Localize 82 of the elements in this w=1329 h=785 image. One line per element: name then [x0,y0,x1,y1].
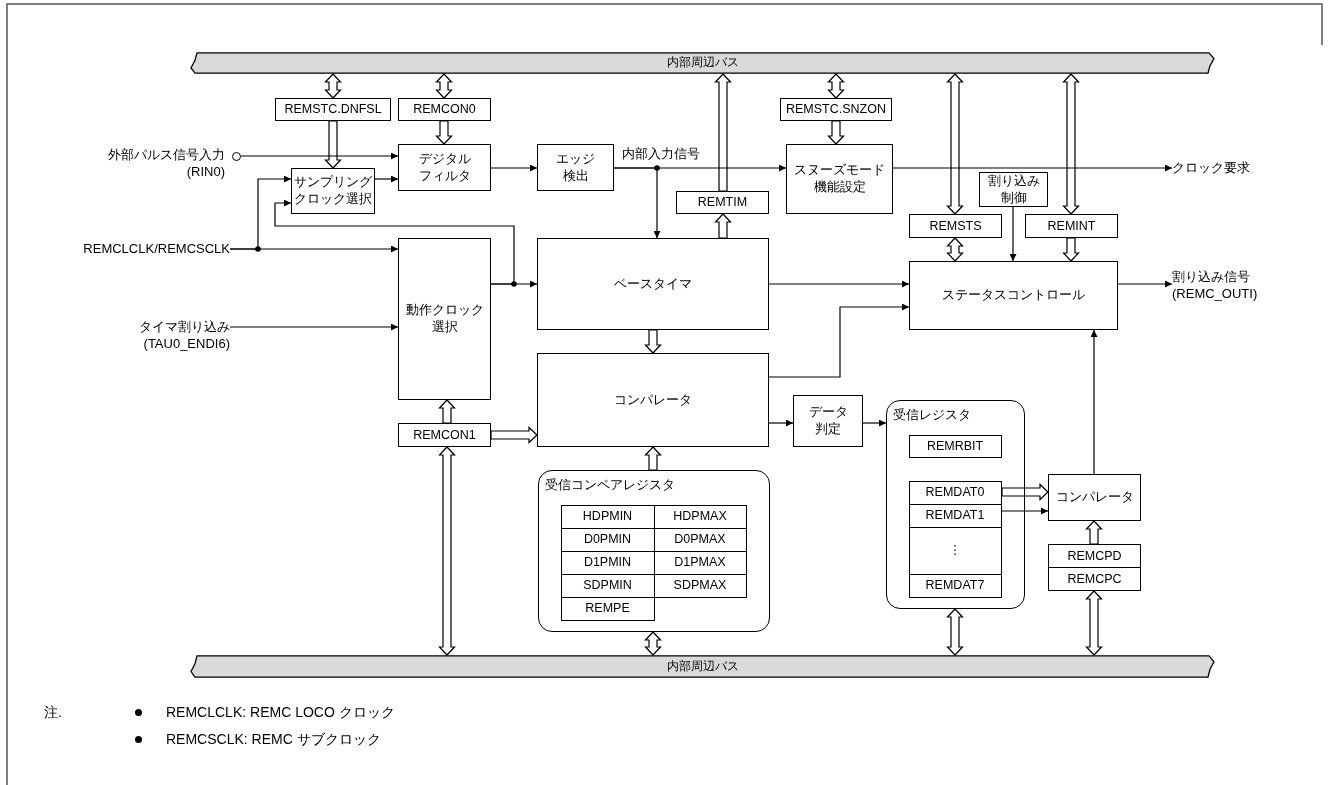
register-box: REMDAT0 [908,480,1002,505]
group-heading: 受信レジスタ [893,407,971,424]
block-arrow [324,120,342,169]
signal-label: 外部パルス信号入力 (RIN0) [107,146,225,181]
edge-label: 内部入力信号 [621,146,701,163]
register-box: REMCPC [1048,567,1141,591]
function-block: ベースタイマ [537,238,769,330]
function-block: コンパレータ [1048,474,1141,521]
block-arrow [946,608,964,656]
register-box: REMINT [1025,214,1118,238]
block-arrow [1062,237,1080,262]
register-box: REMSTC.SNZON [780,98,892,121]
block-arrow [1062,73,1080,215]
arrow [768,280,910,288]
function-block: エッジ検出 [537,144,614,191]
group-box [886,400,1025,609]
register-box: REMSTS [909,214,1002,238]
function-block: スヌーズモード機能設定 [786,144,893,214]
block-arrow [438,446,456,656]
function-block: データ判定 [793,395,863,447]
arrow [1001,507,1049,515]
register-box: ⋮ [908,526,1002,575]
register-box: REMCON1 [398,423,491,447]
block-arrow [435,73,453,99]
block-arrow [490,426,538,444]
arrow [490,164,538,172]
arrow [229,175,292,250]
register-cell: SDPMAX [653,573,747,598]
bus-bar: 内部周辺バス [190,655,1215,678]
function-block: デジタルフィルタ [398,144,491,191]
block-arrow [644,631,662,656]
arrow [374,175,399,183]
signal-label: 割り込み信号 (REMC_OUTI) [1172,268,1272,304]
arrow [240,152,399,160]
block-arrow [644,329,662,354]
group-box [538,470,770,632]
arrow [613,167,661,239]
function-block: 割り込み制御 [979,172,1048,207]
function-block: 動作クロック選択 [398,238,491,400]
arrow [1117,280,1173,288]
bus-bar: 内部周辺バス [190,52,1215,74]
arrow [768,303,910,378]
register-cell: HDPMAX [653,504,747,529]
register-box: REMCON0 [398,98,491,121]
block-arrow [435,120,453,145]
arrow [274,199,515,285]
arrow [229,323,399,331]
block-arrow [714,73,732,192]
note-text: REMCSCLK: REMC サブクロック [166,730,381,749]
register-cell: REMPE [560,596,655,621]
block-arrow [946,237,964,262]
block-arrow [1085,590,1103,656]
signal-label: REMCLCLK/REMCSCLK [50,240,230,258]
register-box: REMSTC.DNFSL [275,98,391,121]
function-block: サンプリングクロック選択 [291,168,375,214]
register-box: REMTIM [676,191,769,214]
note-text: REMCLCLK: REMC LOCO クロック [166,703,395,722]
signal-label: タイマ割り込み (TAU0_ENDI6) [110,318,230,354]
block-arrow [324,73,342,99]
block-arrow [1085,520,1103,545]
arrow [892,164,1173,172]
arrow [1009,206,1017,262]
note-marker: 注. [44,703,62,722]
register-box: REMDAT7 [908,573,1002,598]
block-arrow [438,399,456,424]
block-arrow [946,73,964,215]
block-arrow [827,120,845,145]
function-block: ステータスコントロール [909,261,1118,330]
arrow [862,419,887,427]
signal-label: クロック要求 [1172,159,1262,177]
register-box: REMCPD [1048,544,1141,568]
arrow [1090,329,1098,475]
group-heading: 受信コンペアレジスタ [545,477,675,494]
register-cell: HDPMIN [560,504,655,529]
block-arrow [1001,483,1049,501]
register-box: REMRBIT [908,434,1002,458]
block-arrow [827,73,845,99]
arrow [768,419,794,427]
register-box: REMDAT1 [908,503,1002,528]
block-arrow [644,446,662,471]
function-block: コンパレータ [537,353,769,447]
block-arrow [714,213,732,239]
